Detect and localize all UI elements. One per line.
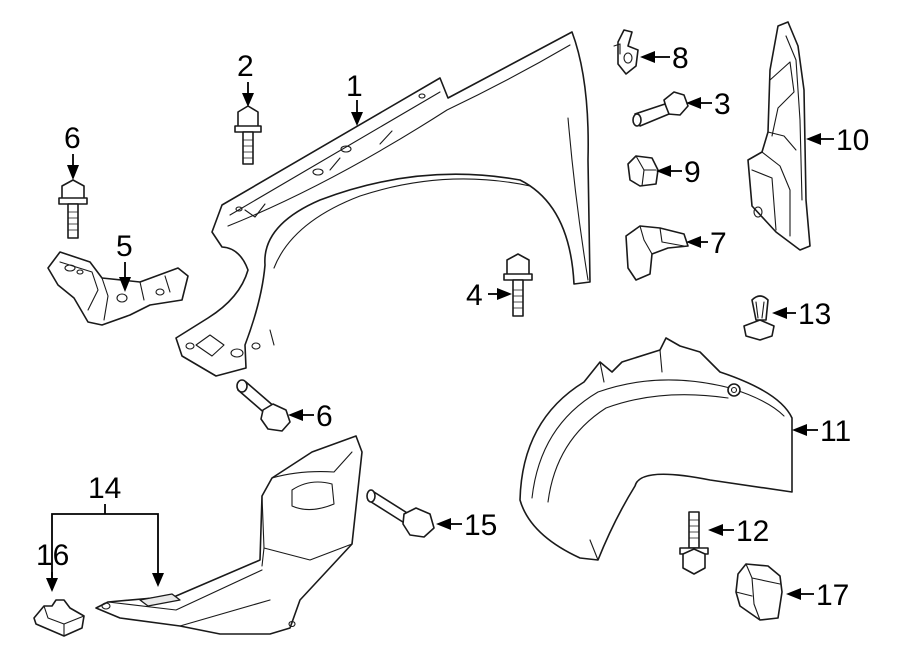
splash-shield-14 <box>95 435 363 635</box>
bolt-6-lower <box>236 379 291 432</box>
cap-9 <box>627 155 659 187</box>
callout-5: 5 <box>116 230 133 263</box>
clip-8 <box>613 29 639 75</box>
bolt-2 <box>234 105 262 165</box>
bracket-7 <box>625 225 689 281</box>
callout-13: 13 <box>798 298 831 331</box>
callout-labels: 1 2 3 4 5 6 6 7 8 9 10 11 12 13 14 15 16… <box>36 42 869 612</box>
bracket-5 <box>47 251 189 326</box>
bolt-12 <box>679 511 709 575</box>
callout-11: 11 <box>820 415 851 448</box>
callout-7: 7 <box>710 227 727 260</box>
leader-arrows <box>46 51 834 600</box>
callout-2: 2 <box>237 50 254 83</box>
bolt-15 <box>366 489 435 538</box>
fender-liner-11 <box>519 337 793 561</box>
stopper-17 <box>735 563 783 621</box>
callout-12: 12 <box>736 515 769 548</box>
nut-16 <box>33 599 85 637</box>
callout-4: 4 <box>466 279 483 312</box>
callout-8: 8 <box>672 42 689 75</box>
callout-6-upper: 6 <box>64 122 81 155</box>
push-clip-13 <box>743 295 775 341</box>
bolt-3 <box>632 91 689 127</box>
callout-9: 9 <box>684 156 701 189</box>
callout-1: 1 <box>346 70 363 103</box>
callout-3: 3 <box>714 88 731 121</box>
bolt-6-upper <box>58 179 88 239</box>
bolt-4 <box>503 253 533 317</box>
callout-14: 14 <box>88 472 121 505</box>
seal-panel-10 <box>747 21 811 251</box>
callout-10: 10 <box>836 124 869 157</box>
callout-17: 17 <box>816 579 849 612</box>
callout-6-lower: 6 <box>316 400 333 433</box>
callout-16: 16 <box>36 539 69 572</box>
callout-15: 15 <box>464 509 497 542</box>
fender-panel <box>175 31 591 377</box>
